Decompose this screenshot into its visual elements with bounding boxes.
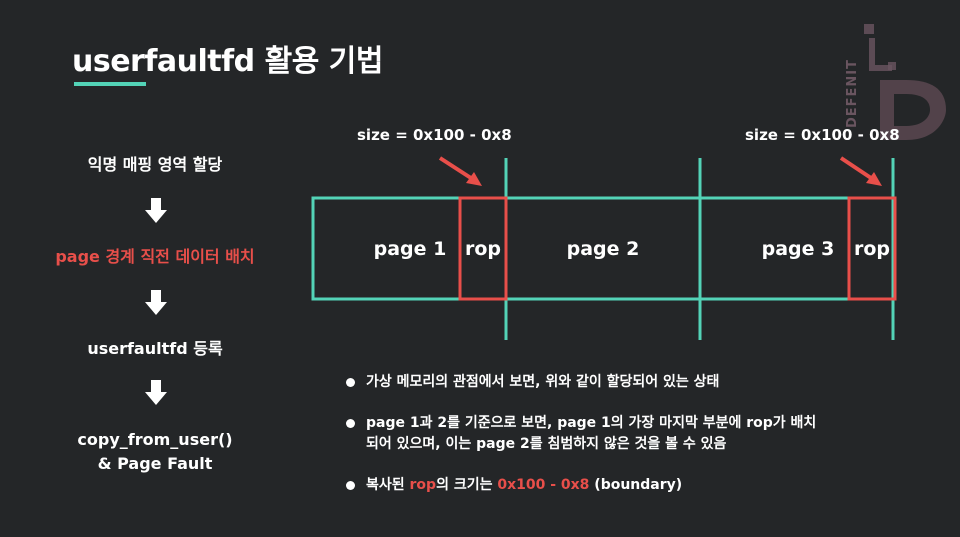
- size-label-1: size = 0x100 - 0x8: [357, 126, 512, 144]
- bullet-dot: [346, 419, 355, 428]
- down-arrow-icon: [145, 198, 167, 223]
- size-highlight: 0x100 - 0x8: [497, 477, 590, 493]
- size-label-2: size = 0x100 - 0x8: [745, 126, 900, 144]
- bullet-text-line1: page 1과 2를 기준으로 보면, page 1의 가장 마지막 부분에 r…: [366, 415, 817, 431]
- title-underline: [74, 82, 146, 86]
- bullet-list: 가상 메모리의 관점에서 보면, 위와 같이 할당되어 있는 상태 page 1…: [344, 372, 904, 516]
- bullet-text: 복사된: [366, 477, 410, 493]
- memory-strip: [311, 196, 895, 301]
- red-arrow-head: [466, 172, 482, 186]
- bullet-item: 복사된 rop의 크기는 0x100 - 0x8 (boundary): [344, 475, 904, 496]
- bullet-item: 가상 메모리의 관점에서 보면, 위와 같이 할당되어 있는 상태: [344, 372, 904, 393]
- defenit-logo: DEFENIT: [845, 24, 946, 140]
- cell-rop-2: rop: [853, 238, 891, 260]
- down-arrow-icon: [145, 380, 167, 405]
- rop-box-1: [458, 196, 508, 301]
- bullet-dot: [346, 378, 355, 387]
- cell-rop-1: rop: [464, 238, 502, 260]
- step-page-fault: & Page Fault: [97, 454, 213, 473]
- red-arrow-head: [866, 172, 882, 186]
- rop-box-2: [847, 196, 897, 301]
- bullet-text: 가상 메모리의 관점에서 보면, 위와 같이 할당되어 있는 상태: [366, 374, 720, 390]
- bullet-text-line2: 되어 있으며, 이는 page 2를 침범하지 않은 것을 볼 수 있음: [366, 436, 727, 452]
- logo-text: DEFENIT: [845, 59, 860, 128]
- bullet-text: 의 크기는: [436, 477, 498, 493]
- step-copy-from-user: copy_from_user(): [77, 430, 233, 449]
- red-arrow-icon: [438, 156, 476, 182]
- down-arrow-icon: [145, 290, 167, 315]
- step-register: userfaultfd 등록: [87, 339, 223, 358]
- red-arrow-icon: [839, 156, 876, 182]
- rop-highlight: rop: [409, 477, 437, 493]
- cell-page-3: page 3: [761, 238, 835, 260]
- bullet-text: (boundary): [589, 477, 683, 493]
- step-place-data: page 경계 직전 데이터 배치: [55, 247, 255, 266]
- bullet-item: page 1과 2를 기준으로 보면, page 1의 가장 마지막 부분에 r…: [344, 413, 904, 455]
- step-allocate: 익명 매핑 영역 할당: [87, 155, 223, 174]
- page-title: userfaultfd 활용 기법: [72, 44, 383, 79]
- cell-page-2: page 2: [566, 238, 640, 260]
- bullet-dot: [346, 481, 355, 490]
- cell-page-1: page 1: [373, 238, 447, 260]
